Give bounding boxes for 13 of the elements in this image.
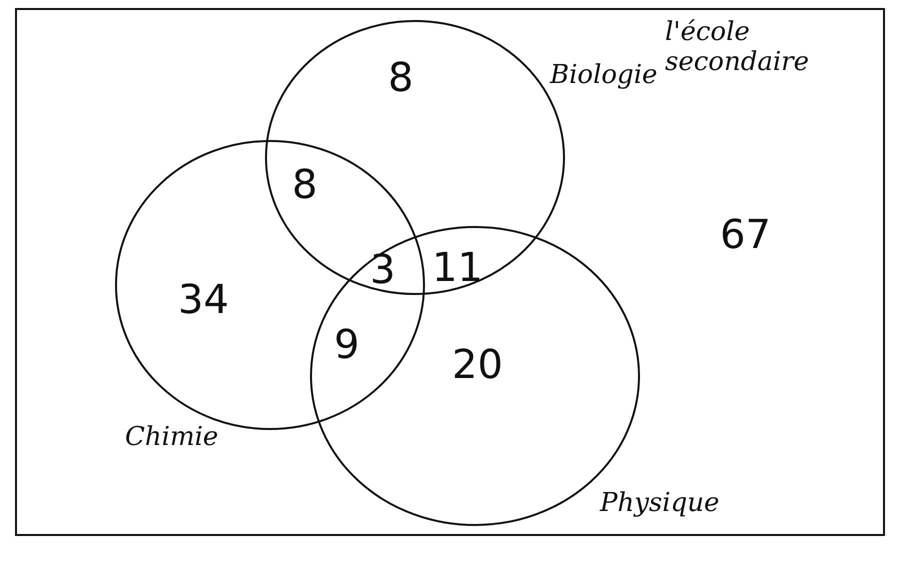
region-count: 8 [388, 58, 414, 98]
region-count: 8 [292, 165, 318, 205]
region-count: 11 [432, 248, 483, 288]
set-label: l'école secondaire [665, 18, 810, 78]
set-label: Biologie [550, 60, 658, 90]
universe-rectangle [15, 8, 885, 536]
region-count: 3 [370, 250, 396, 290]
set-label: Physique [600, 488, 720, 518]
set-label: Chimie [125, 422, 218, 452]
region-count: 9 [334, 325, 360, 365]
region-count: 34 [178, 280, 229, 320]
region-count: 67 [720, 215, 771, 255]
region-count: 20 [452, 345, 503, 385]
